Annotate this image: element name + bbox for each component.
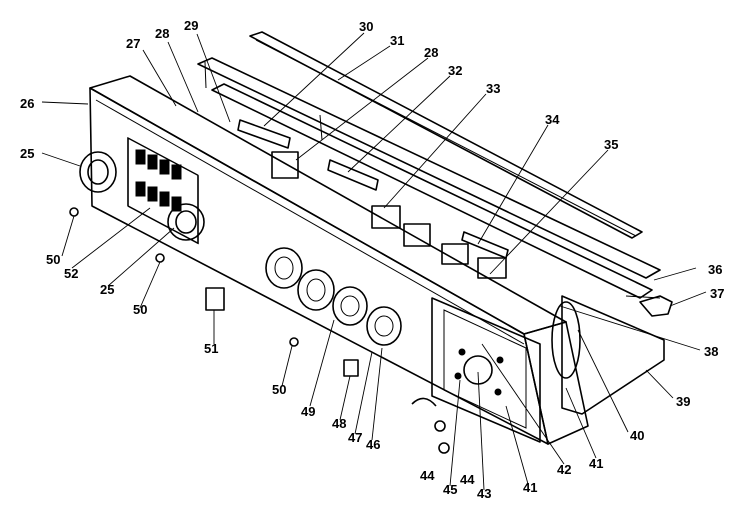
callouts: 25 26 27 28 29 30 31 28 32 33 34 35 36 3… bbox=[20, 18, 724, 501]
callout-49: 49 bbox=[301, 404, 315, 419]
knob-upper bbox=[79, 151, 117, 193]
callout-25b: 25 bbox=[100, 282, 114, 297]
callout-32: 32 bbox=[448, 63, 462, 78]
callout-45: 45 bbox=[443, 482, 457, 497]
callout-42: 42 bbox=[557, 462, 571, 477]
callout-41: 41 bbox=[589, 456, 603, 471]
callout-51: 51 bbox=[204, 341, 218, 356]
callout-47: 47 bbox=[348, 430, 362, 445]
callout-46: 46 bbox=[366, 437, 380, 452]
end-bracket bbox=[551, 295, 665, 415]
callout-25: 25 bbox=[20, 146, 34, 161]
callout-29: 29 bbox=[184, 18, 198, 33]
callout-31: 31 bbox=[390, 33, 404, 48]
callout-28: 28 bbox=[155, 26, 169, 41]
callout-44b: 44 bbox=[460, 472, 475, 487]
pushbutton-switch-block bbox=[127, 137, 199, 245]
callout-40: 40 bbox=[630, 428, 644, 443]
callout-28b: 28 bbox=[424, 45, 438, 60]
center-knobs bbox=[265, 247, 402, 346]
knob-37 bbox=[639, 295, 673, 317]
rear-trim-rail bbox=[249, 31, 643, 239]
callout-27: 27 bbox=[126, 36, 140, 51]
timer-module bbox=[431, 297, 541, 443]
callout-50c: 50 bbox=[272, 382, 286, 397]
callout-30: 30 bbox=[359, 19, 373, 34]
callout-50: 50 bbox=[46, 252, 60, 267]
callout-39: 39 bbox=[676, 394, 690, 409]
callout-26: 26 bbox=[20, 96, 34, 111]
callout-33: 33 bbox=[486, 81, 500, 96]
mounting-channel bbox=[197, 57, 661, 299]
switch-assemblies bbox=[237, 119, 509, 279]
callout-34: 34 bbox=[545, 112, 560, 127]
control-panel bbox=[89, 75, 589, 445]
callout-36: 36 bbox=[708, 262, 722, 277]
callout-38: 38 bbox=[704, 344, 718, 359]
callout-50b: 50 bbox=[133, 302, 147, 317]
callout-35: 35 bbox=[604, 137, 618, 152]
callout-52: 52 bbox=[64, 266, 78, 281]
callout-41b: 41 bbox=[523, 480, 537, 495]
callout-43: 43 bbox=[477, 486, 491, 501]
leader-lines bbox=[41, 32, 707, 491]
callout-37: 37 bbox=[710, 286, 724, 301]
knob-lower bbox=[167, 203, 205, 241]
callout-48: 48 bbox=[332, 416, 346, 431]
callout-44: 44 bbox=[420, 468, 435, 483]
